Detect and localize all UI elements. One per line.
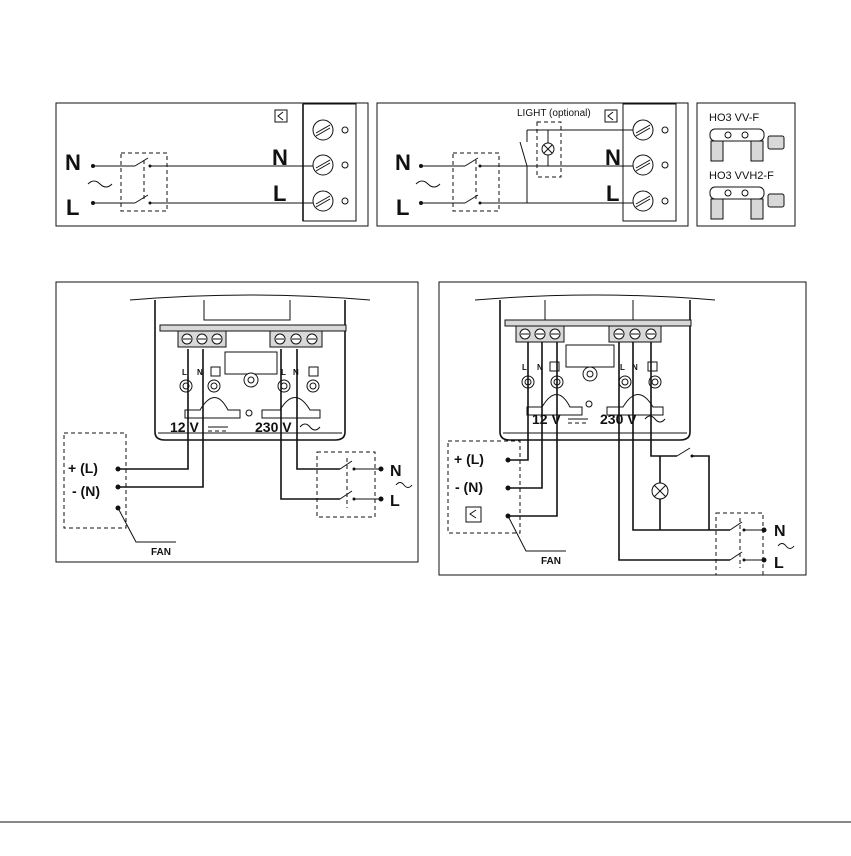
terminal-screw bbox=[313, 120, 333, 211]
term-label-l: L bbox=[620, 363, 625, 372]
label-live-terminal: L bbox=[273, 181, 286, 206]
label-live: L bbox=[66, 195, 79, 220]
label-minus-n: - (N) bbox=[72, 483, 100, 499]
timer-icon bbox=[605, 110, 617, 122]
term-label-n: N bbox=[197, 368, 203, 377]
panel-top-middle: LIGHT (optional) N L N L bbox=[377, 103, 688, 226]
label-live: L bbox=[396, 195, 409, 220]
label-230v: 230 V bbox=[255, 419, 292, 435]
term-label-n: N bbox=[293, 368, 299, 377]
label-live-terminal: L bbox=[606, 181, 619, 206]
label-cable-ho3-vv-f: HO3 VV-F bbox=[709, 112, 759, 124]
term-label-l: L bbox=[182, 368, 187, 377]
panel-bottom-left: L N L N 12 V 230 V + (L) - (N) FAN bbox=[56, 282, 418, 562]
lamp-icon bbox=[652, 483, 668, 499]
label-neutral: N bbox=[774, 523, 786, 540]
label-minus-n: - (N) bbox=[455, 479, 483, 495]
label-neutral: N bbox=[65, 150, 81, 175]
label-neutral: N bbox=[390, 463, 402, 480]
label-live: L bbox=[774, 555, 784, 572]
timer-icon bbox=[211, 367, 220, 376]
terminal-screw bbox=[633, 120, 653, 211]
timer-icon bbox=[648, 362, 657, 371]
label-neutral: N bbox=[395, 150, 411, 175]
panel-cable-types: HO3 VV-F HO3 VVH2-F bbox=[697, 103, 795, 226]
label-12v: 12 V bbox=[170, 419, 199, 435]
label-live: L bbox=[390, 493, 400, 510]
label-light-optional: LIGHT (optional) bbox=[517, 108, 591, 119]
timer-icon bbox=[309, 367, 318, 376]
timer-icon bbox=[466, 507, 481, 522]
label-fan: FAN bbox=[151, 547, 171, 558]
label-fan: FAN bbox=[541, 556, 561, 567]
panel-bottom-left-frame bbox=[56, 282, 418, 562]
panel-top-left: N L N L bbox=[56, 103, 368, 226]
label-plus-l: + (L) bbox=[454, 451, 484, 467]
lamp-icon bbox=[542, 143, 554, 155]
term-label-l: L bbox=[522, 363, 527, 372]
label-cable-ho3-vvh2-f: HO3 VVH2-F bbox=[709, 170, 774, 182]
label-plus-l: + (L) bbox=[68, 460, 98, 476]
timer-icon bbox=[275, 110, 287, 122]
panel-bottom-right: L N L N 12 V 230 V + (L) - (N) FAN bbox=[439, 282, 806, 575]
